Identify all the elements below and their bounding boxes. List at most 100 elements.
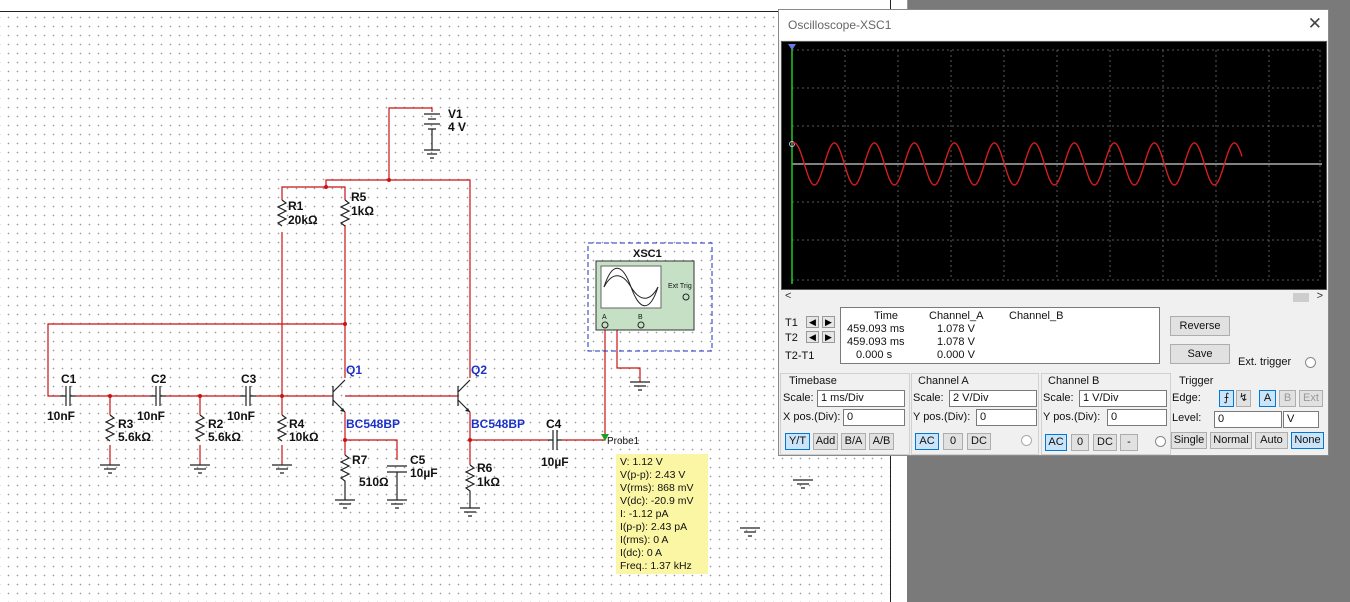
falling-edge-icon[interactable]: ↯ [1236,390,1251,407]
probe-readout-line: V(rms): 868 mV [620,482,694,494]
channel-b-scale-field[interactable]: 1 V/Div [1079,390,1167,407]
channel-b-ypos-field[interactable]: 0 [1107,409,1167,426]
probe-readout-line: I(rms): 0 A [620,534,669,546]
t2-left-icon[interactable]: ◀ [806,331,819,343]
channel-b-zero-button[interactable]: 0 [1071,434,1089,451]
c4-value: 10µF [541,455,569,469]
mode-add-button[interactable]: Add [813,433,838,450]
t2-right-icon[interactable]: ▶ [822,331,835,343]
trigger-title: Trigger [1179,375,1214,387]
probe-readout-line: I(p-p): 2.43 pA [620,521,688,533]
channel-a-scale-label: Scale: [913,392,944,404]
channel-b-invert-button[interactable]: - [1120,434,1138,451]
t2-t1-time: 0.000 s [856,349,893,361]
v1-value: 4 V [448,120,466,134]
channel-b-title: Channel B [1048,375,1100,387]
save-button[interactable]: Save [1170,344,1230,364]
channel-a-ypos-field[interactable]: 0 [976,409,1037,426]
r5-value: 1kΩ [351,204,374,218]
trigger-source-ext-button[interactable]: Ext [1299,390,1323,407]
timebase-xpos-field[interactable]: 0 [843,409,905,426]
t1-right-icon[interactable]: ▶ [822,316,835,328]
c5-label: C5 [410,453,426,467]
header-time: Time [874,310,899,322]
channel-a-radio[interactable] [1021,435,1032,446]
trigger-source-a-button[interactable]: A [1259,390,1276,407]
q1-label: Q1 [346,363,362,377]
schematic-canvas[interactable] [0,0,890,602]
probe-readout-line: V: 1.12 V [620,456,663,468]
timebase-title: Timebase [789,375,837,387]
trigger-level-field[interactable]: 0 [1214,411,1282,428]
xsc1-instrument[interactable] [587,242,713,352]
oscilloscope-window[interactable]: Oscilloscope-XSC1 ✕ < > T1 [778,9,1329,456]
channel-a-dc-button[interactable]: DC [967,433,991,450]
scope-screen[interactable] [781,41,1327,290]
c4-label: C4 [546,417,562,431]
channel-b-radio[interactable] [1155,436,1166,447]
r7-value: 510Ω [359,475,389,489]
t2-t1-channel-a: 0.000 V [937,349,975,361]
xsc1-label: XSC1 [633,248,662,260]
r1-label: R1 [288,199,304,213]
mode-yt-button[interactable]: Y/T [785,433,810,450]
header-channel-a: Channel_A [929,310,984,322]
waveform-display [788,44,1322,284]
channel-a-ac-button[interactable]: AC [915,433,939,450]
header-channel-b: Channel_B [1009,310,1064,322]
timebase-group [780,373,910,455]
channel-a-group [911,373,1039,455]
r5-label: R5 [351,190,367,204]
ext-trigger-label: Ext. trigger [1238,356,1292,368]
q2-model: BC548BP [471,417,525,431]
scroll-thumb[interactable] [1293,293,1309,302]
r4-label: R4 [289,417,305,431]
horizontal-scrollbar[interactable]: < > [781,290,1327,305]
t1-left-icon[interactable]: ◀ [806,316,819,328]
channel-a-title: Channel A [918,375,969,387]
channel-a-zero-button[interactable]: 0 [943,433,963,450]
timebase-xpos-label: X pos.(Div): [783,411,841,423]
t2-channel-a: 1.078 V [937,336,975,348]
close-icon[interactable]: ✕ [1307,14,1322,33]
t1-label: T1 [785,317,798,329]
probe-readout-line: I(dc): 0 A [620,547,663,559]
pin-b-label: B [638,314,643,321]
t2-t1-label: T2-T1 [785,350,815,362]
channel-a-scale-field[interactable]: 2 V/Div [949,390,1037,407]
window-title: Oscilloscope-XSC1 [788,18,892,32]
ext-trigger-radio[interactable] [1305,357,1316,368]
top-ruler [0,0,890,12]
r6-label: R6 [477,461,493,475]
channel-b-ac-button[interactable]: AC [1045,434,1067,451]
trigger-auto-button[interactable]: Auto [1255,432,1288,449]
trigger-normal-button[interactable]: Normal [1210,432,1252,449]
timebase-scale-field[interactable]: 1 ms/Div [817,390,905,407]
t2-label: T2 [785,332,798,344]
channel-b-dc-button[interactable]: DC [1093,434,1117,451]
trigger-edge-label: Edge: [1172,392,1201,404]
timebase-scale-label: Scale: [783,392,814,404]
mode-ba-button[interactable]: B/A [841,433,866,450]
r2-label: R2 [208,417,224,431]
ext-trig-label: Ext Trig [668,283,692,290]
channel-a-ypos-label: Y pos.(Div): [913,411,971,423]
trigger-level-label: Level: [1172,412,1202,424]
trigger-single-button[interactable]: Single [1171,432,1207,449]
r4-value: 10kΩ [289,430,319,444]
scroll-right-icon[interactable]: > [1316,290,1323,302]
c1-value: 10nF [47,409,75,423]
trigger-none-button[interactable]: None [1291,432,1324,449]
trigger-source-b-button[interactable]: B [1279,390,1296,407]
channel-b-scale-label: Scale: [1043,392,1074,404]
channel-b-group [1041,373,1171,455]
r7-label: R7 [352,453,368,467]
mode-ab-button[interactable]: A/B [869,433,894,450]
q2-label: Q2 [471,363,487,377]
title-bar[interactable]: Oscilloscope-XSC1 ✕ [779,10,1328,40]
rising-edge-icon[interactable]: ⨍ [1219,390,1234,407]
trigger-level-unit[interactable]: V [1283,411,1319,428]
scroll-left-icon[interactable]: < [785,290,792,302]
channel-b-ypos-label: Y pos.(Div): [1043,411,1101,423]
reverse-button[interactable]: Reverse [1170,316,1230,336]
